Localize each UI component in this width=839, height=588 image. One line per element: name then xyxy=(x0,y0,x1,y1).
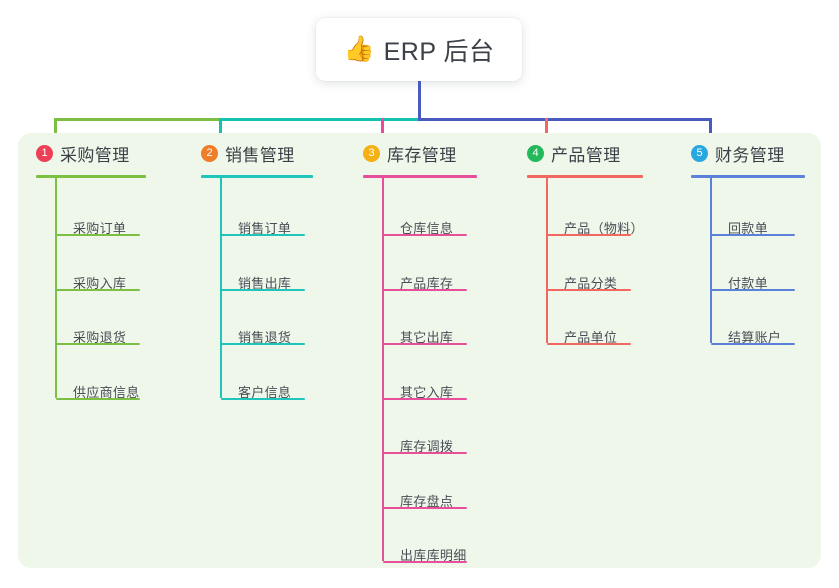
module-item-label: 仓库信息 xyxy=(400,221,454,236)
module-item-rule xyxy=(547,288,631,291)
module-item-rule xyxy=(547,234,631,236)
module-title-3: 库存管理 xyxy=(387,146,457,165)
module-item-label: 其它入库 xyxy=(400,384,454,400)
module-item-label: 出库库明细 xyxy=(400,548,467,563)
module-badge-1: 1 xyxy=(36,145,53,162)
module-item-rule xyxy=(56,234,140,236)
module-header-3[interactable]: 3 库存管理 xyxy=(363,141,457,166)
module-item-label: 其它出库 xyxy=(400,330,454,345)
module-item-rule xyxy=(221,397,305,400)
module-badge-4: 4 xyxy=(527,145,544,162)
drop-line-5 xyxy=(708,118,712,142)
module-badge-5: 5 xyxy=(691,145,708,162)
module-header-4[interactable]: 4 产品管理 xyxy=(527,141,621,166)
module-header-rule-2 xyxy=(201,175,313,178)
drop-line-1 xyxy=(53,118,57,142)
module-spine-1 xyxy=(55,175,57,398)
module-item-rule xyxy=(221,234,305,236)
module-item-label: 供应商信息 xyxy=(73,384,140,400)
module-badge-3: 3 xyxy=(363,145,380,162)
module-item-label: 销售出库 xyxy=(238,275,292,291)
bus-segment-1 xyxy=(53,118,219,121)
module-header-5[interactable]: 5 财务管理 xyxy=(691,141,785,166)
module-title-4: 产品管理 xyxy=(551,146,621,165)
module-item-label: 客户信息 xyxy=(238,384,292,400)
module-badge-2: 2 xyxy=(201,145,218,162)
bus-segment-2 xyxy=(218,118,420,121)
modules-panel: 1 采购管理采购订单采购入库采购退货供应商信息 2 销售管理销售订单销售出库销售退货客… xyxy=(18,133,821,568)
module-header-1[interactable]: 1 采购管理 xyxy=(36,141,130,166)
module-item-rule xyxy=(383,397,467,400)
module-header-2[interactable]: 2 销售管理 xyxy=(201,141,295,166)
module-item-rule xyxy=(221,288,305,291)
module-item-rule xyxy=(711,343,795,345)
module-item-label: 产品库存 xyxy=(400,275,454,291)
module-item-rule xyxy=(56,343,140,345)
thumbs-up-icon: 👍 xyxy=(343,35,375,63)
module-item-rule xyxy=(711,234,795,236)
module-item-label: 产品分类 xyxy=(564,275,618,291)
module-item-label: 产品（物料） xyxy=(564,221,644,236)
module-item-label: 产品单位 xyxy=(564,330,618,345)
module-item-label: 采购入库 xyxy=(73,275,127,291)
module-spine-2 xyxy=(220,175,222,398)
module-item-rule xyxy=(56,288,140,291)
module-item-label: 销售退货 xyxy=(238,330,292,345)
module-item-label: 结算账户 xyxy=(728,330,782,345)
drop-line-2 xyxy=(218,118,222,142)
drop-line-4 xyxy=(544,118,548,142)
module-item-label: 库存调拨 xyxy=(400,439,454,454)
module-item-label: 销售订单 xyxy=(238,221,292,236)
module-item-label: 回款单 xyxy=(728,221,768,236)
module-item-rule xyxy=(383,234,467,236)
root-node-card[interactable]: 👍 ERP 后台 xyxy=(316,18,522,81)
module-spine-5 xyxy=(710,175,712,343)
root-node-title: ERP 后台 xyxy=(383,37,495,66)
module-item-rule xyxy=(56,397,140,400)
bus-segment-3 xyxy=(417,118,712,121)
module-header-rule-1 xyxy=(36,175,146,178)
module-spine-4 xyxy=(546,175,548,343)
module-header-rule-3 xyxy=(363,175,477,178)
module-item-rule xyxy=(221,343,305,345)
module-header-rule-4 xyxy=(527,175,643,178)
module-item-rule xyxy=(383,343,467,345)
module-item-label: 库存盘点 xyxy=(400,493,454,509)
module-item-rule xyxy=(711,288,795,291)
module-title-1: 采购管理 xyxy=(60,146,130,165)
module-item-rule xyxy=(383,288,467,291)
module-item-label: 采购退货 xyxy=(73,330,127,345)
module-header-rule-5 xyxy=(691,175,805,178)
module-item-label: 采购订单 xyxy=(73,221,127,236)
module-item-rule xyxy=(383,506,467,509)
module-item-label: 付款单 xyxy=(728,275,768,291)
root-stem-line xyxy=(417,81,421,121)
module-spine-3 xyxy=(382,175,384,561)
module-title-2: 销售管理 xyxy=(225,146,295,165)
drop-line-3 xyxy=(380,118,384,142)
module-item-rule xyxy=(383,561,467,563)
module-title-5: 财务管理 xyxy=(715,146,785,165)
module-item-rule xyxy=(547,343,631,345)
module-item-rule xyxy=(383,452,467,454)
